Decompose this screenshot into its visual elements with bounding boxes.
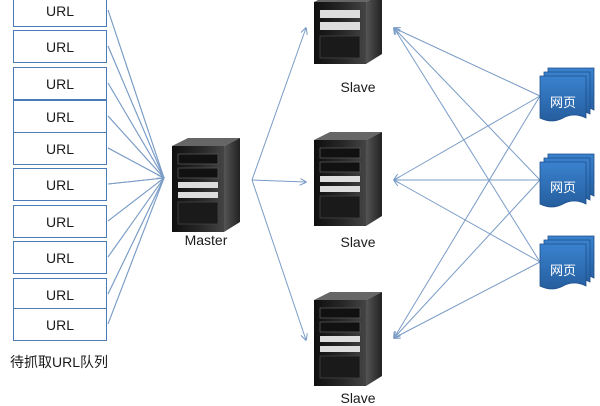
- page-to-slave-arrow: [394, 28, 541, 181]
- url-queue-item: URL: [13, 241, 107, 274]
- queue-to-master-arrow: [107, 147, 165, 179]
- page-to-slave-arrow: [394, 180, 541, 263]
- url-queue-item: URL: [13, 30, 107, 63]
- master-server-icon: [172, 138, 240, 232]
- url-queue-item: URL: [13, 168, 107, 201]
- url-queue-item: URL: [13, 308, 107, 341]
- queue-to-master-arrow: [107, 82, 165, 179]
- slave-label: Slave: [340, 79, 376, 95]
- page-to-slave-arrow: [394, 28, 541, 263]
- slave-server-icon: [314, 292, 382, 386]
- url-queue-item: URL: [13, 100, 107, 133]
- url-queue-item: URL: [13, 67, 107, 100]
- master-to-slave-arrow: [251, 28, 306, 181]
- web-page-icon: [539, 235, 595, 290]
- queue-to-master-arrow: [107, 177, 165, 258]
- web-page-icon: [539, 153, 595, 208]
- queue-to-master-arrow: [107, 9, 165, 179]
- url-queue-item: URL: [13, 278, 107, 311]
- url-queue-item: URL: [13, 205, 107, 238]
- page-to-slave-arrow: [394, 261, 541, 338]
- web-page-icon: [539, 67, 595, 122]
- web-page-label: 网页: [549, 264, 576, 279]
- slave-label: Slave: [340, 234, 376, 250]
- queue-to-master-arrow: [107, 177, 165, 295]
- master-to-slave-arrow: [251, 180, 306, 182]
- page-to-slave-arrow: [394, 95, 541, 338]
- slave-server-icon: [314, 132, 382, 226]
- master-to-slave-arrow: [251, 179, 306, 340]
- url-queue-item: URL: [13, 0, 107, 27]
- master-label: Master: [184, 232, 228, 248]
- queue-to-master-arrow: [107, 115, 165, 179]
- queue-to-master-arrow: [107, 177, 165, 325]
- slave-label: Slave: [340, 390, 376, 406]
- queue-to-master-arrow: [107, 45, 165, 179]
- queue-to-master-arrow: [107, 177, 165, 185]
- url-queue-item: URL: [13, 132, 107, 165]
- queue-to-master-arrow: [107, 177, 165, 222]
- connection-arrows: [107, 9, 541, 340]
- slave-server-icon: [314, 0, 382, 64]
- web-page-label: 网页: [549, 96, 576, 111]
- web-page-label: 网页: [549, 181, 576, 196]
- page-to-slave-arrow: [394, 179, 541, 338]
- page-to-slave-arrow: [394, 28, 541, 97]
- page-to-slave-arrow: [394, 95, 541, 180]
- url-queue-caption: 待抓取URL队列: [10, 354, 109, 370]
